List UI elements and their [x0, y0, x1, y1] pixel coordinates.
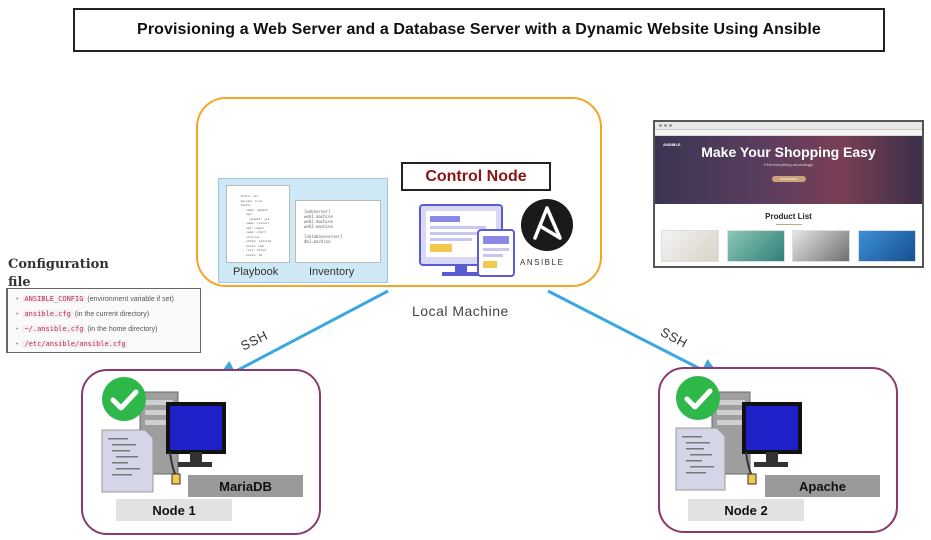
control-node-label: Control Node [401, 162, 551, 191]
diagram-title: Provisioning a Web Server and a Database… [73, 8, 885, 52]
ansible-label: ANSIBLE [520, 258, 565, 267]
config-path: ANSIBLE_CONFIG [22, 295, 86, 303]
bullet-icon: • [16, 326, 19, 333]
node-2-label: Node 2 [688, 499, 804, 521]
node-1-label: Node 1 [116, 499, 232, 521]
bullet-icon: • [16, 296, 19, 303]
check-icon [102, 377, 146, 421]
inventory-label: Inventory [309, 266, 355, 278]
website-brand: ANSIBLE [663, 142, 681, 147]
ssh-arrow-right [547, 289, 724, 381]
node-2-service-label: Apache [765, 475, 880, 497]
inventory-line: web3.machine [304, 224, 333, 229]
ansible-logo-icon [521, 199, 573, 251]
browser-toolbar [655, 122, 922, 130]
shop-now-button: SHOP NOW [771, 176, 806, 182]
config-file-list: •ANSIBLE_CONFIG (environment variable if… [6, 288, 201, 353]
inventory-line: web2.machine [304, 219, 333, 224]
check-icon [676, 376, 720, 420]
playbook-doc: - hosts: all become: true tasks: - name:… [226, 185, 290, 263]
bullet-icon: • [16, 311, 19, 318]
config-path: ansible.cfg [22, 310, 73, 318]
product-thumb [661, 230, 719, 262]
inventory-line: [webserver] [304, 209, 331, 214]
monitor-icon [742, 402, 802, 485]
config-note: (in the current directory) [72, 311, 150, 318]
config-path: ~/.ansible.cfg [22, 325, 86, 333]
product-thumb [792, 230, 851, 262]
config-file-title: Configuration file [8, 257, 109, 290]
config-note: (environment variable if set) [85, 296, 174, 303]
config-file-item: •ANSIBLE_CONFIG (environment variable if… [16, 292, 200, 307]
ssh-arrow-left [213, 289, 389, 383]
bullet-icon: • [16, 341, 19, 348]
config-note: (in the home directory) [85, 326, 158, 333]
local-machine-label: Local Machine [412, 303, 509, 319]
website-preview: ANSIBLE Make Your Shopping Easy Find eve… [653, 120, 924, 268]
product-list-underline [775, 224, 802, 225]
monitor-icon [166, 402, 226, 485]
node-1-service-label: MariaDB [188, 475, 303, 497]
computer-icon [419, 204, 515, 277]
config-path: /etc/ansible/ansible.cfg [22, 340, 128, 348]
inventory-line: db1.machine [304, 239, 331, 244]
inventory-line: [databaseserver] [304, 234, 343, 239]
config-file-item: •ansible.cfg (in the current directory) [16, 307, 200, 322]
product-thumb [726, 230, 785, 262]
product-list-heading: Product List [765, 212, 812, 221]
website-hero-title: Make Your Shopping Easy [701, 144, 876, 160]
document-icon [101, 429, 154, 493]
website-hero: ANSIBLE Make Your Shopping Easy Find eve… [655, 136, 922, 204]
document-icon [675, 427, 726, 491]
config-file-item: •/etc/ansible/ansible.cfg [16, 337, 200, 352]
product-thumb [857, 230, 916, 262]
config-file-item: •~/.ansible.cfg (in the home directory) [16, 322, 200, 337]
inventory-line: web1.machine [304, 214, 333, 219]
playbook-label: Playbook [233, 266, 279, 278]
website-subtitle: Find everything accordingly [764, 162, 813, 167]
browser-address-bar [655, 130, 922, 136]
product-thumbnails [655, 230, 922, 262]
